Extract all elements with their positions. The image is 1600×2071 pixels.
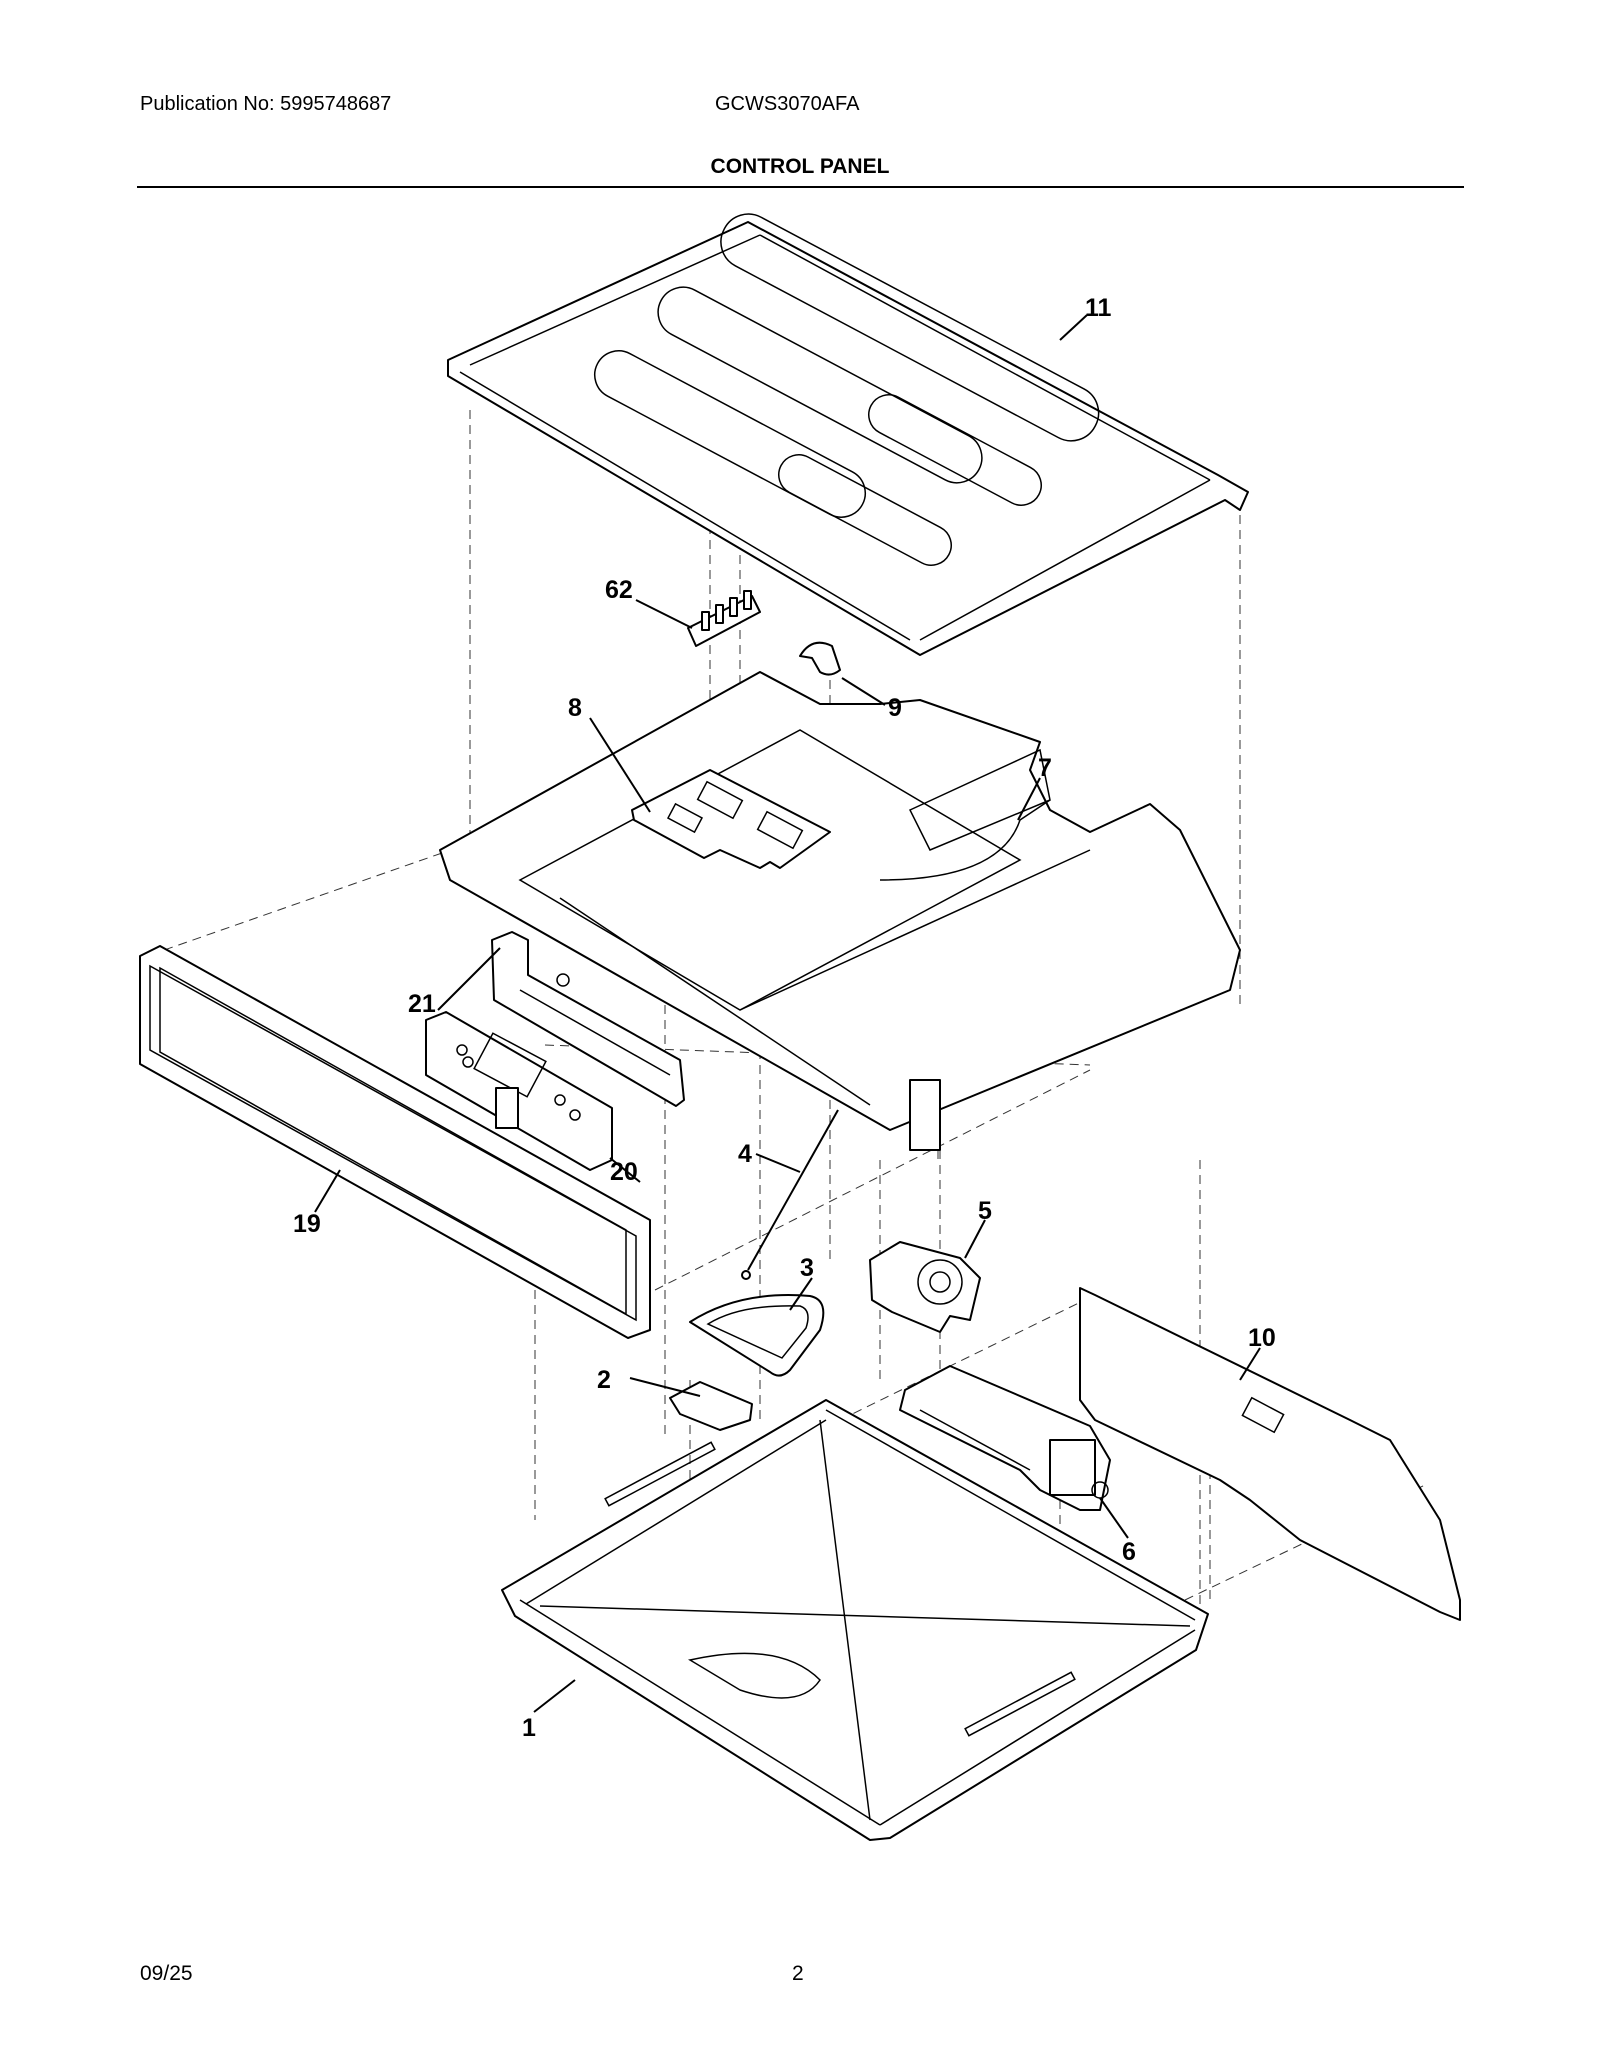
callout-9: 9 (888, 694, 902, 722)
part-1-bottom-panel (501, 1399, 1209, 1841)
part-62-terminal-block (687, 590, 761, 647)
part-5-blower (869, 1241, 981, 1333)
callout-3: 3 (800, 1254, 814, 1282)
callout-21: 21 (408, 990, 436, 1018)
page-title: CONTROL PANEL (710, 155, 890, 178)
callout-10: 10 (1248, 1324, 1276, 1352)
part-11-top-cover (447, 213, 1249, 656)
part-21-bracket (491, 931, 685, 1107)
part-10-rear-shield (1079, 1287, 1461, 1621)
callout-11: 11 (1085, 294, 1112, 322)
callout-8: 8 (568, 694, 582, 722)
callout-1: 1 (522, 1714, 536, 1742)
callout-7: 7 (1038, 754, 1052, 782)
part-2-small-bracket (669, 1381, 753, 1431)
revision-date: 09/25 (140, 1962, 193, 1985)
callout-4: 4 (738, 1140, 752, 1168)
part-4-wire (741, 1109, 839, 1280)
leader-lines (314, 314, 1261, 1713)
callout-5: 5 (978, 1197, 992, 1225)
part-9-clip (799, 641, 841, 676)
page-number: 2 (792, 1962, 804, 1985)
callout-19: 19 (293, 1210, 321, 1238)
part-19-console-trim (139, 945, 651, 1339)
callout-labels: 11 62 9 8 7 21 20 19 4 5 3 10 2 6 1 (293, 294, 1276, 1742)
part-8-control-board (631, 769, 831, 869)
part-3-gasket (689, 1294, 825, 1377)
header-rule (137, 186, 1464, 188)
callout-62: 62 (605, 576, 633, 604)
callout-20: 20 (610, 1158, 638, 1186)
callout-6: 6 (1122, 1538, 1136, 1566)
callout-2: 2 (597, 1366, 611, 1394)
publication-number: Publication No: 5995748687 (140, 93, 392, 115)
model-number: GCWS3070AFA (715, 93, 860, 115)
